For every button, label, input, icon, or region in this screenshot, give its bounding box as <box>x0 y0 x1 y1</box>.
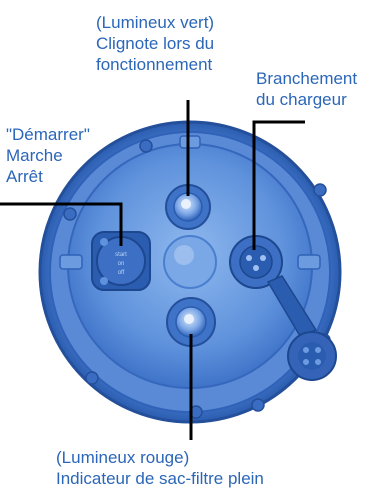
label-charger: Branchement du chargeur <box>256 68 380 110</box>
callout-start <box>0 202 123 246</box>
label-charger-line1: Branchement <box>256 69 358 88</box>
label-green-led-line3: fonctionnement <box>96 55 213 74</box>
callout-lines <box>0 100 305 440</box>
label-charger-line2: du chargeur <box>256 90 347 109</box>
label-green-led: (Lumineux vert) Clignote lors du fonctio… <box>96 12 266 75</box>
green-led <box>165 184 211 230</box>
switch-on-text: on <box>118 261 125 267</box>
switch-start-text: start <box>115 252 127 258</box>
label-red-led: (Lumineux rouge) Indicateur de sac-filtr… <box>56 447 366 489</box>
switch-off-text: off <box>118 270 125 276</box>
label-green-led-line2: Clignote lors du <box>96 34 215 53</box>
label-start-line1: "Démarrer" <box>6 125 90 144</box>
charger-cap <box>266 275 337 381</box>
rim-tabs <box>59 135 321 270</box>
start-switch[interactable]: start on off <box>91 231 151 291</box>
label-red-led-line1: (Lumineux rouge) <box>56 448 190 467</box>
label-start-line3: Arrêt <box>6 167 43 186</box>
label-start-line2: Marche <box>6 146 63 165</box>
callout-charger <box>252 120 305 250</box>
label-red-led-line2: Indicateur de sac-filtre plein <box>56 469 264 488</box>
red-led <box>166 297 216 347</box>
label-green-led-line1: (Lumineux vert) <box>96 13 215 32</box>
charger-socket[interactable] <box>229 235 283 289</box>
rim-screws <box>63 139 331 419</box>
label-start-switch: "Démarrer" Marche Arrêt <box>6 124 126 187</box>
